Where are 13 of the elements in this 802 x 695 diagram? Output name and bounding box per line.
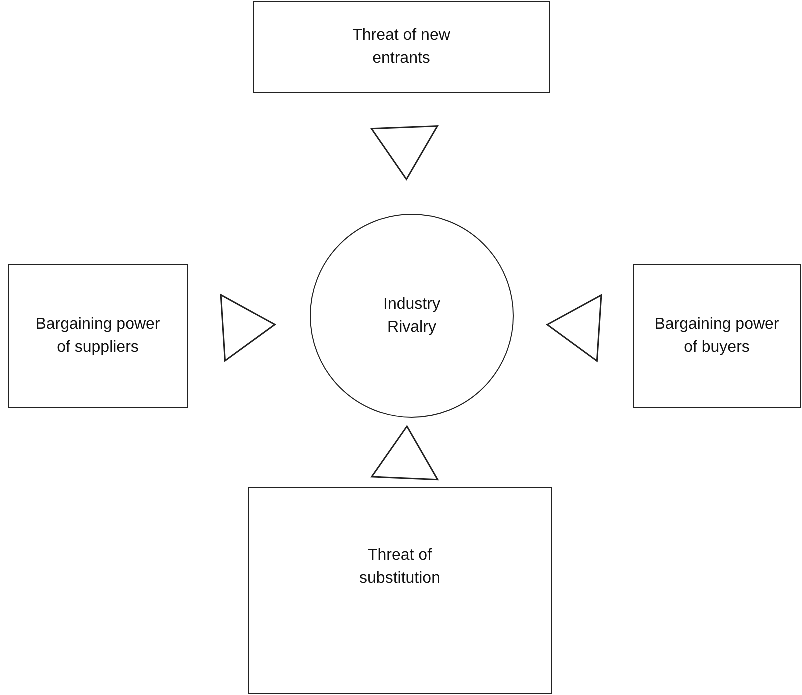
node-label: Threat of new entrants xyxy=(352,26,452,69)
arrow xyxy=(546,294,602,363)
force-box xyxy=(248,487,552,694)
node-label: Bargaining power of buyers xyxy=(654,314,780,358)
arrow xyxy=(220,294,276,362)
arrow xyxy=(370,425,440,481)
arrow xyxy=(370,125,439,181)
node-label: Threat of substitution xyxy=(358,546,442,590)
node-label: Bargaining power of suppliers xyxy=(34,314,162,358)
force-box xyxy=(8,264,188,408)
force-box xyxy=(253,1,550,93)
force-box xyxy=(633,264,801,408)
node-label: Industry Rivalry xyxy=(382,294,442,338)
